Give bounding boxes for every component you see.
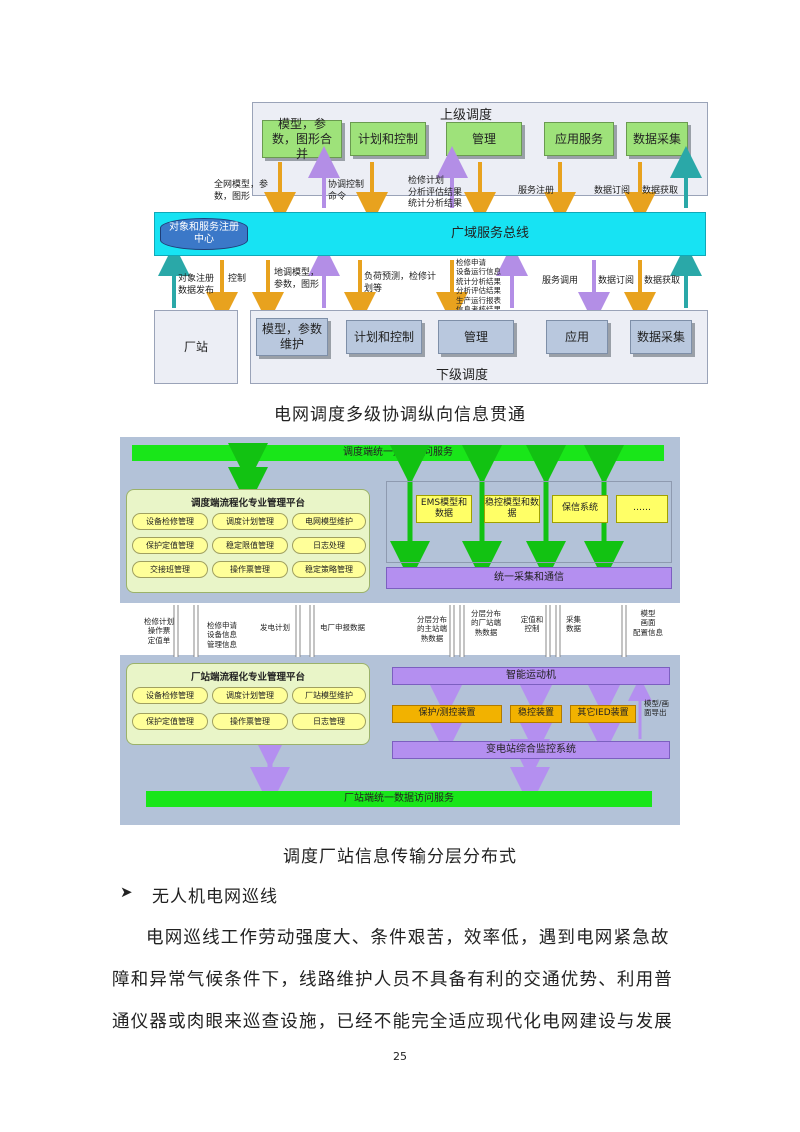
mid-label-maintenance-plan: 检修计划 操作票 定值单 [144,617,174,645]
plant-pill-equipment-maintenance: 设备检修管理 [132,687,208,704]
down-label-control: 控制 [228,274,247,284]
caption-figure-2: 调度厂站信息传输分层分布式 [283,847,517,867]
system-ems: EMS模型和数据 [416,495,472,523]
down-label-service-call: 服务调用 [542,276,579,286]
pill-grid-model: 电网模型维护 [292,513,366,530]
plant-pill-protection-setting: 保护定值管理 [132,713,208,730]
lower-box-plan: 计划和控制 [346,320,422,354]
mid-label-setting-control: 定值和 控制 [520,615,544,634]
system-protection-info: 保信系统 [552,495,608,523]
dispatch-platform-title: 调度端流程化专业管理平台 [190,498,305,509]
plant-data-access-bar: 厂站端统一数据访问服务 [146,791,652,807]
pill-operation-ticket: 操作票管理 [212,561,288,578]
wide-area-service-bus: 广域服务总线 [154,212,706,256]
systems-panel [386,481,672,563]
pill-log-processing: 日志处理 [292,537,366,554]
lower-box-manage: 管理 [438,320,514,354]
device-stability-control: 稳控装置 [510,705,562,723]
upper-box-plan: 计划和控制 [350,122,426,156]
registry-center-cylinder: 对象和服务注册中心 [160,218,248,250]
up-label-coord-control: 协调控制命令 [328,180,365,202]
system-stability-control: 稳控模型和数据 [484,495,540,523]
bullet-arrow-icon: ➤ [120,883,133,901]
up-label-subscribe: 数据订阅 [594,186,631,196]
substation-monitor-bar: 变电站综合监控系统 [392,741,670,759]
caption-figure-1: 电网调度多级协调纵向信息贯通 [274,405,526,425]
plant-platform [126,663,370,745]
lower-box-app: 应用 [546,320,608,354]
pill-stability-strategy: 稳定策略管理 [292,561,366,578]
smart-rtu-bar: 智能运动机 [392,667,670,685]
mid-label-plant-declare: 电厂申报数据 [320,623,365,632]
down-label-local-model: 地调模型，参数，图形 [274,268,320,290]
mid-label-maintenance-apply: 检修申请 设备信息 管理信息 [207,621,237,649]
plant-pill-plant-model: 厂站模型维护 [292,687,366,704]
mid-label-collected-data: 采集 数据 [566,615,581,634]
down-label-load-forecast: 负荷预测，检修计划等 [364,272,437,294]
plant-platform-title: 厂站端流程化专业管理平台 [190,672,305,683]
lower-box-data-collect: 数据采集 [630,320,692,354]
pill-stability-limit: 稳定限值管理 [212,537,288,554]
bullet-heading: 无人机电网巡线 [152,887,278,907]
up-label-service-reg: 服务注册 [518,186,555,196]
middle-band [120,603,680,655]
mid-label-generation-plan: 发电计划 [260,623,290,632]
unified-collect-bar: 统一采集和通信 [386,567,672,589]
paragraph-line-1: 电网巡线工作劳动强度大、条件艰苦，效率低，遇到电网紧急故 [146,928,670,948]
model-export-label: 模型/画 面导出 [644,699,670,718]
diagram-vertical-coordination: 上级调度 模型，参数，图形合并 计划和控制 管理 应用服务 数据采集 全网模型，… [150,100,710,386]
pill-equipment-maintenance: 设备检修管理 [132,513,208,530]
diagram1-arrows [158,146,702,324]
pill-protection-setting: 保护定值管理 [132,537,208,554]
up-label-fetch: 数据获取 [642,186,679,196]
mid-label-model-config: 模型 画面 配置信息 [633,609,663,637]
plant-pill-operation-ticket: 操作票管理 [212,713,288,730]
down-label-maintenance-apply: 检修申请 设备运行信息 统计分析结果 分析评估结果 生产运行报表 信息考核结果 [456,258,501,314]
paragraph-line-3: 通仪器或肉眼来巡查设施，已经不能完全适应现代化电网建设与发展 [112,1012,673,1032]
down-label-fetch: 数据获取 [644,276,681,286]
up-label-global-model: 全网模型，参数，图形 [214,180,269,202]
lower-dispatch-title: 下级调度 [436,368,489,383]
plant-box: 厂站 [154,310,238,384]
upper-dispatch-title: 上级调度 [440,108,493,123]
device-protection-measure: 保护/测控装置 [392,705,502,723]
lower-box-model: 模型，参数维护 [256,318,328,356]
mid-label-plant-data: 分层分布 的厂站端 熟数据 [471,609,501,637]
system-more: …… [616,495,668,523]
down-label-register: 对象注册 数据发布 [178,274,215,296]
pill-dispatch-plan: 调度计划管理 [212,513,288,530]
page-number: 25 [393,1050,407,1063]
up-label-maintenance: 检修计划 分析评估结果 统计分析结果 [408,176,463,210]
diagram-layered-transmission: 调度端统一数据访问服务 [120,437,680,825]
pill-shift-handover: 交接班管理 [132,561,208,578]
device-other-ied: 其它IED装置 [570,705,636,723]
mid-label-master-data: 分层分布 的主站端 熟数据 [417,615,447,643]
plant-pill-dispatch-plan: 调度计划管理 [212,687,288,704]
down-label-subscribe: 数据订阅 [598,276,635,286]
upper-box-manage: 管理 [446,122,522,156]
upper-box-app-service: 应用服务 [544,122,614,156]
paragraph-line-2: 障和异常气候条件下，线路维护人员不具备有利的交通优势、利用普 [112,970,673,990]
upper-box-data-collect: 数据采集 [626,122,688,156]
diagram2-arrows [173,443,652,807]
plant-pill-log: 日志管理 [292,713,366,730]
